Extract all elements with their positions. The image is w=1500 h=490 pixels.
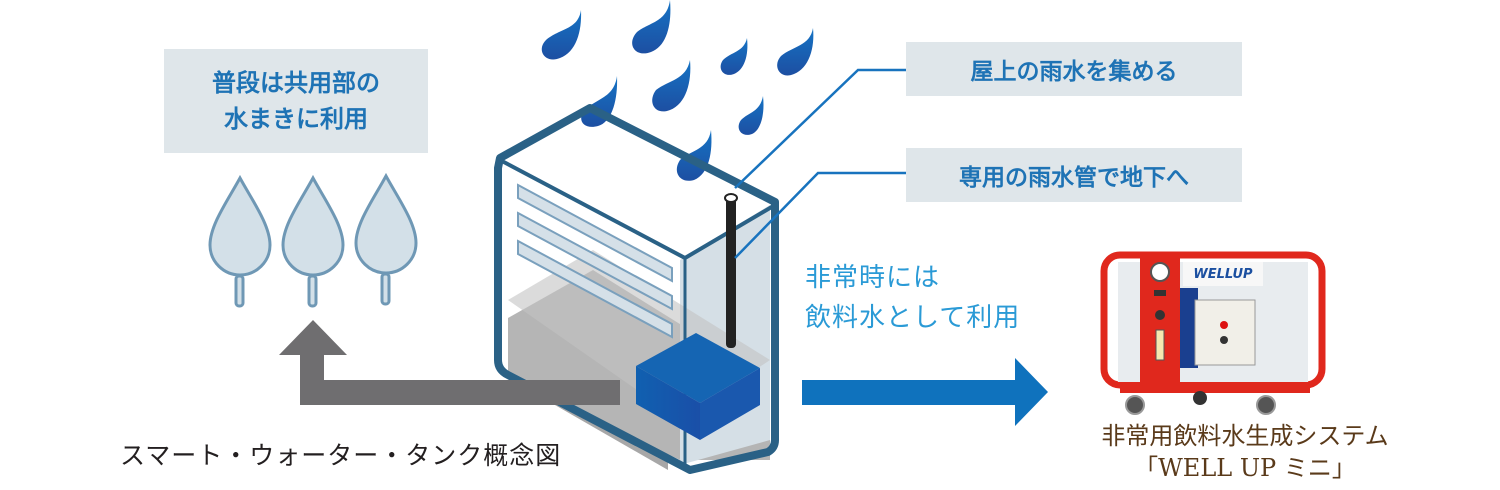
usual-use-label: 普段は共用部の 水まきに利用: [164, 49, 428, 153]
arrow-right-icon: [802, 358, 1048, 426]
emergency-line-1: 非常時には: [805, 263, 941, 293]
collect-rain-label: 屋上の雨水を集める: [906, 42, 1242, 96]
tank-icon: [494, 104, 779, 474]
product-name-line-2: 「WELL UP ミニ」: [1134, 454, 1356, 482]
tree-icon: [208, 172, 418, 308]
usual-use-line-1: 普段は共用部の: [212, 69, 380, 97]
arrow-up-icon: [279, 320, 620, 405]
product-name: 非常用飲料水生成システム 「WELL UP ミニ」: [1050, 420, 1440, 484]
wellup-logo: WELLUP: [1183, 262, 1263, 286]
usual-use-line-2: 水まきに利用: [224, 105, 368, 133]
emergency-line-2: 飲料水として利用: [805, 303, 1021, 333]
leader-lines: [734, 68, 906, 259]
pipe-down-label: 専用の雨水管で地下へ: [906, 148, 1242, 202]
diagram-caption: スマート・ウォーター・タンク概念図: [120, 441, 562, 470]
raindrop-icon: [541, 0, 814, 181]
product-name-line-1: 非常用飲料水生成システム: [1101, 422, 1389, 450]
emergency-use-label: 非常時には 飲料水として利用: [805, 258, 1020, 338]
